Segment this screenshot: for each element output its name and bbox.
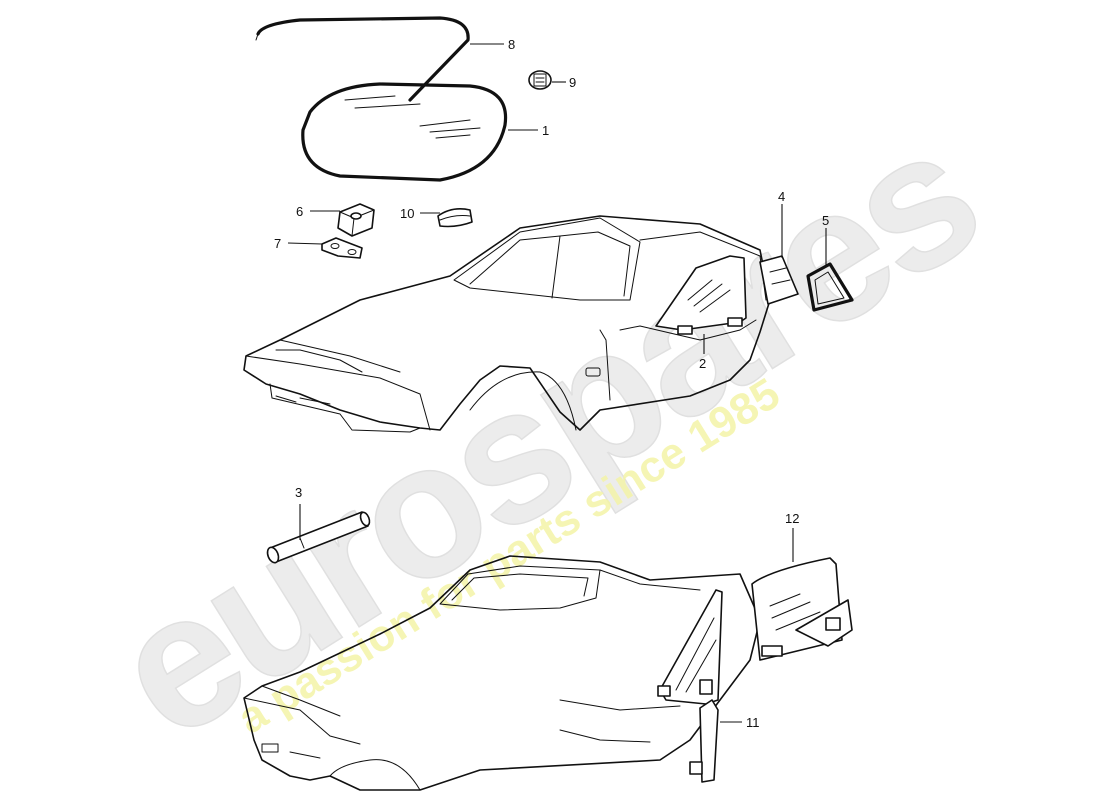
- watermark: eurospares a passion for parts since 198…: [79, 88, 1011, 780]
- rubber-pad[interactable]: [437, 208, 473, 228]
- callout-2: 2: [699, 356, 706, 371]
- door-window-glass[interactable]: [655, 255, 747, 335]
- callout-10: 10: [400, 206, 414, 221]
- callout-9: 9: [569, 75, 576, 90]
- callout-4: 4: [778, 189, 785, 204]
- convertible-body: [243, 555, 761, 791]
- callout-5: 5: [822, 213, 829, 228]
- bracket-plate[interactable]: [321, 237, 363, 259]
- callout-12: 12: [785, 511, 799, 526]
- windshield-glass[interactable]: [301, 82, 508, 182]
- callout-11: 11: [746, 715, 760, 730]
- watermark-brand: eurospares: [79, 89, 1009, 780]
- quarter-window-glass[interactable]: [759, 255, 799, 305]
- vent-window-frame[interactable]: [657, 589, 723, 783]
- callout-3: 3: [295, 485, 302, 500]
- mounting-block[interactable]: [337, 203, 375, 237]
- convertible-door-glass[interactable]: [751, 557, 853, 661]
- coupe-body: [243, 215, 771, 433]
- leader-lines: [287, 43, 827, 723]
- rod-part[interactable]: [265, 511, 371, 564]
- callout-7: 7: [274, 236, 281, 251]
- callout-6: 6: [296, 204, 303, 219]
- leader-7: [287, 242, 323, 245]
- clip-part[interactable]: [528, 70, 552, 90]
- callout-1: 1: [542, 123, 549, 138]
- quarter-window-seal[interactable]: [806, 262, 854, 312]
- callout-8: 8: [508, 37, 515, 52]
- callout-labels: 8 9 1 6 10 7 4 5 2 3 12 11: [274, 37, 829, 730]
- windshield-seal[interactable]: [255, 16, 470, 102]
